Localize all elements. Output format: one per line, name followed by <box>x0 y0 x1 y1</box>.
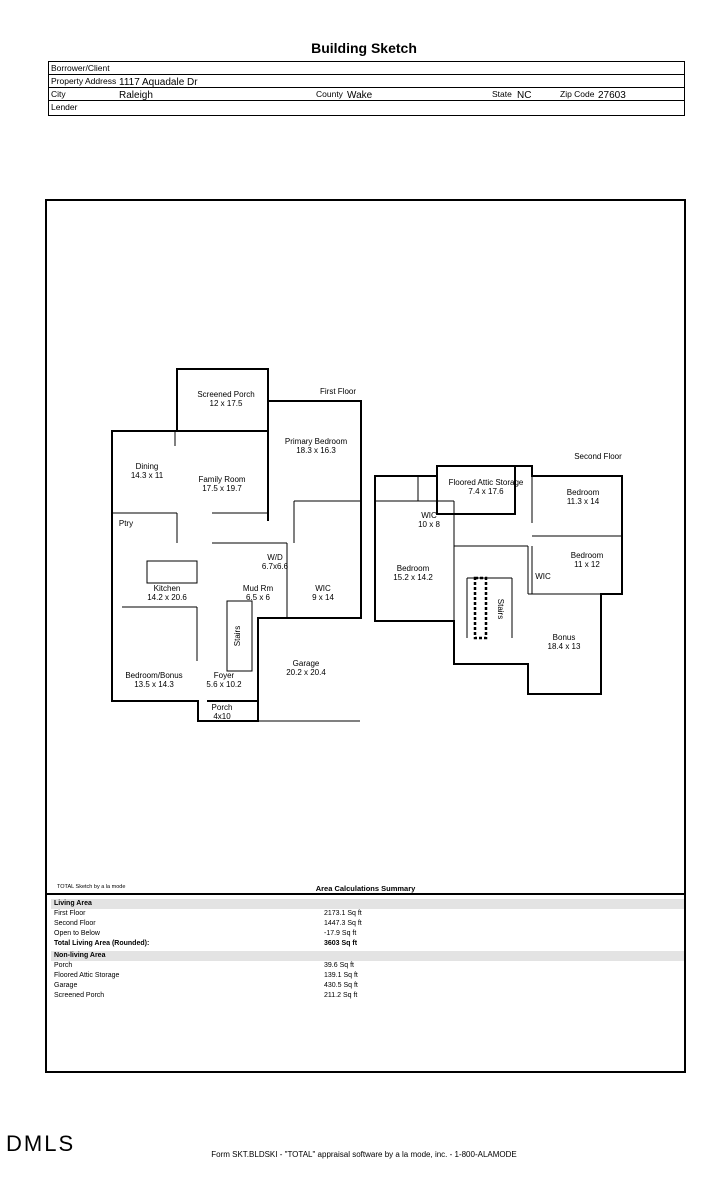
room-foyer: Foyer <box>214 671 235 680</box>
address-row: Property Address 1117 Aquadale Dr <box>49 75 684 88</box>
nonliving-garage-label: Garage <box>54 982 78 989</box>
sketch-credit: TOTAL Sketch by a la mode <box>57 884 126 890</box>
living-second-floor-value: 1447.3 Sq ft <box>324 920 362 927</box>
property-info-box: Borrower/Client Property Address 1117 Aq… <box>48 61 685 116</box>
room-bedroom-bonus-dims: 13.5 x 14.3 <box>134 680 174 689</box>
room-wd: W/D <box>267 553 283 562</box>
county-label: County <box>316 89 343 99</box>
room-bedroom-b-dims: 11 x 12 <box>574 560 600 569</box>
living-area-header: Living Area <box>51 899 684 909</box>
room-bedroom-a-dims: 11.3 x 14 <box>567 497 600 506</box>
first-floor-outline <box>111 368 362 722</box>
lender-label: Lender <box>51 102 78 112</box>
living-open-below-label: Open to Below <box>54 930 100 937</box>
nonliving-screened-porch-value: 211.2 Sq ft <box>324 992 358 999</box>
address-value: 1117 Aquadale Dr <box>119 77 198 88</box>
address-label: Property Address <box>51 76 117 86</box>
floor-plan-drawing: First Floor Screened Porch 12 x 17.5 Pri… <box>111 368 623 722</box>
page-title: Building Sketch <box>311 40 417 56</box>
room-garage: Garage <box>293 659 320 668</box>
room-porch-dims: 4x10 <box>213 712 231 721</box>
room-bedroom-c: Bedroom <box>397 564 430 573</box>
living-open-below-value: -17.9 Sq ft <box>324 930 357 937</box>
dmls-logo: DMLS <box>6 1131 76 1156</box>
room-bedroom-bonus: Bedroom/Bonus <box>125 671 182 680</box>
city-value: Raleigh <box>119 90 153 101</box>
room-bedroom-a: Bedroom <box>567 488 600 497</box>
room-primary-bedroom-dims: 18.3 x 16.3 <box>296 446 336 455</box>
room-pantry: Ptry <box>119 519 133 528</box>
room-family-room-dims: 17.5 x 19.7 <box>202 484 242 493</box>
room-mud-room: Mud Rm <box>243 584 274 593</box>
room-dining: Dining <box>136 462 159 471</box>
room-dining-dims: 14.3 x 11 <box>131 471 164 480</box>
state-value: NC <box>517 90 532 101</box>
state-label: State <box>492 89 512 99</box>
room-family-room: Family Room <box>198 475 245 484</box>
room-bonus: Bonus <box>553 633 576 642</box>
borrower-row: Borrower/Client <box>49 62 684 75</box>
total-living-value: 3603 Sq ft <box>324 940 358 947</box>
living-first-floor-label: First Floor <box>54 910 86 917</box>
second-floor-label: Second Floor <box>574 452 622 461</box>
city-label: City <box>51 89 66 99</box>
city-row: City Raleigh County Wake State NC Zip Co… <box>49 88 684 101</box>
summary-divider <box>47 893 684 895</box>
room-screened-porch-dims: 12 x 17.5 <box>210 399 243 408</box>
nonliving-attic-label: Floored Attic Storage <box>54 972 120 979</box>
room-foyer-dims: 5.6 x 10.2 <box>206 680 242 689</box>
nonliving-screened-porch-label: Screened Porch <box>54 992 105 999</box>
room-attic-storage: Floored Attic Storage <box>449 478 524 487</box>
form-footer: Form SKT.BLDSKI - "TOTAL" appraisal soft… <box>211 1150 517 1159</box>
nonliving-attic-value: 139.1 Sq ft <box>324 972 358 979</box>
room-bonus-dims: 18.4 x 13 <box>548 642 581 651</box>
room-wic-second-dims: 10 x 8 <box>418 520 440 529</box>
room-kitchen: Kitchen <box>154 584 181 593</box>
sketch-sheet: First Floor Screened Porch 12 x 17.5 Pri… <box>45 199 686 1073</box>
nonliving-porch-value: 39.6 Sq ft <box>324 962 354 969</box>
living-first-floor-value: 2173.1 Sq ft <box>324 910 362 917</box>
room-kitchen-dims: 14.2 x 20.6 <box>147 593 187 602</box>
room-stairs-first: Stairs <box>233 626 242 646</box>
nonliving-garage-value: 430.5 Sq ft <box>324 982 358 989</box>
room-wic-second: WIC <box>421 511 437 520</box>
room-wic-small: WIC <box>535 572 551 581</box>
nonliving-porch-label: Porch <box>54 962 73 969</box>
room-porch: Porch <box>212 703 233 712</box>
borrower-label: Borrower/Client <box>51 63 110 73</box>
attic-storage-outline <box>436 465 516 515</box>
total-living-label: Total Living Area (Rounded): <box>54 940 150 947</box>
open-to-below-outline <box>473 576 488 640</box>
room-bedroom-c-dims: 15.2 x 14.2 <box>393 573 433 582</box>
zip-label: Zip Code <box>560 89 595 99</box>
room-stairs-second: Stairs <box>496 599 505 619</box>
lender-row: Lender <box>49 101 684 114</box>
room-screened-porch: Screened Porch <box>197 390 254 399</box>
room-bedroom-b: Bedroom <box>571 551 604 560</box>
first-floor-label: First Floor <box>320 387 356 396</box>
summary-title: Area Calculations Summary <box>315 884 416 893</box>
room-attic-storage-dims: 7.4 x 17.6 <box>468 487 504 496</box>
room-wic-first: WIC <box>315 584 331 593</box>
room-primary-bedroom: Primary Bedroom <box>285 437 348 446</box>
room-garage-dims: 20.2 x 20.4 <box>286 668 326 677</box>
living-second-floor-label: Second Floor <box>54 920 96 927</box>
zip-value: 27603 <box>598 90 626 101</box>
nonliving-area-header: Non-living Area <box>51 951 684 961</box>
room-mud-room-dims: 6.5 x 6 <box>246 593 271 602</box>
county-value: Wake <box>347 90 373 101</box>
room-wic-first-dims: 9 x 14 <box>312 593 334 602</box>
room-wd-dims: 6.7x6.6 <box>262 562 289 571</box>
